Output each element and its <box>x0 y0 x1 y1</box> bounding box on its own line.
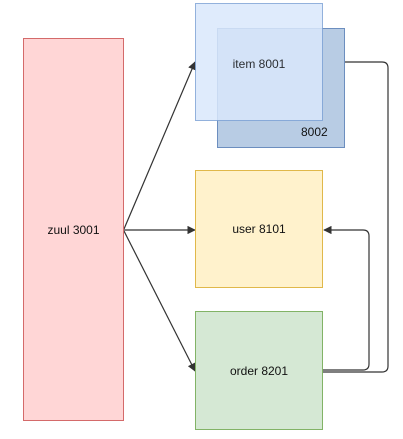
edge-order-to-item <box>323 57 389 373</box>
zuul-label: zuul 3001 <box>47 222 100 237</box>
user-label: user 8101 <box>232 222 286 236</box>
order-node: order 8201 <box>195 311 323 430</box>
edge-order-to-user <box>323 225 370 371</box>
edge-zuul-to-item <box>123 61 196 230</box>
item-replica-label: 8002 <box>301 125 328 139</box>
user-node: user 8101 <box>195 170 323 288</box>
zuul-node: zuul 3001 <box>23 38 124 421</box>
edge-zuul-to-order <box>123 230 196 372</box>
order-label: order 8201 <box>229 363 289 378</box>
item-node: item 8001 <box>195 3 323 121</box>
item-label: item 8001 <box>232 57 286 71</box>
